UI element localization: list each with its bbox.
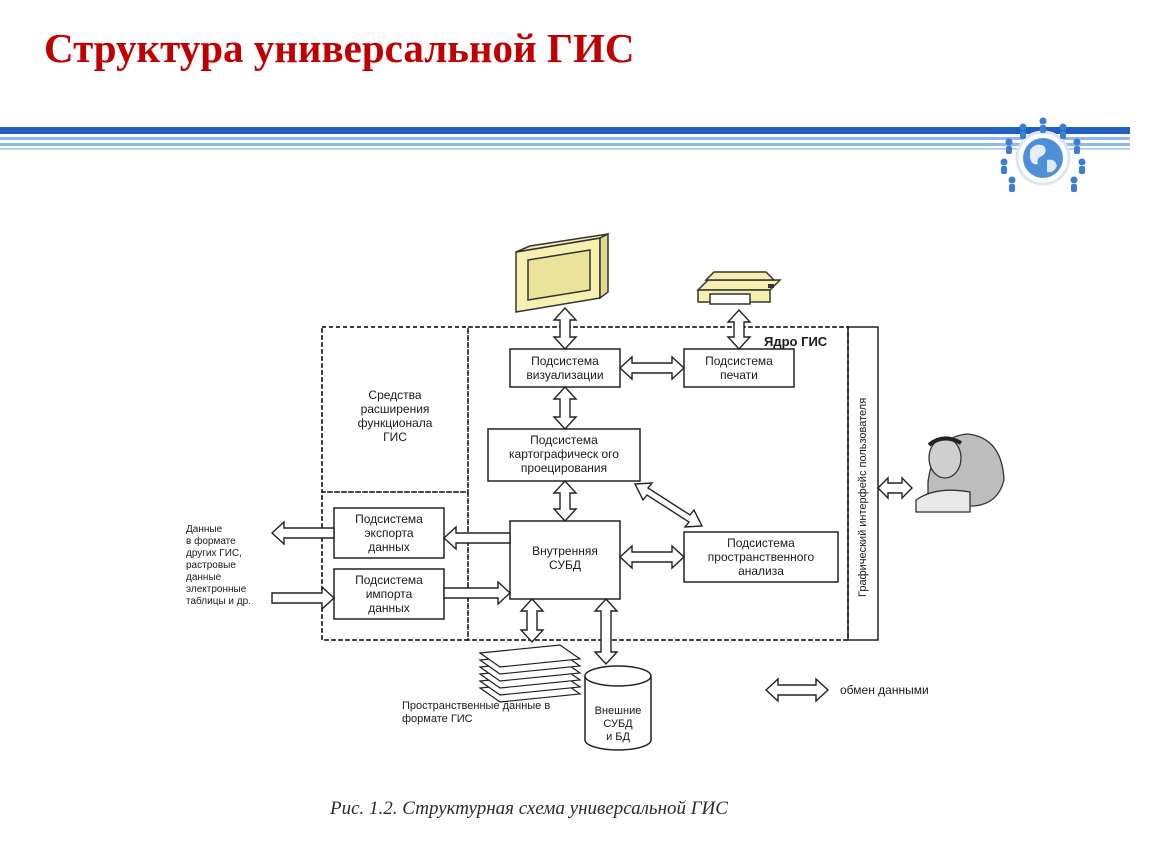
monitor-icon (515, 232, 609, 313)
export-label: Подсистема (355, 512, 423, 526)
svg-text:Пространственные данные в: Пространственные данные в (402, 700, 550, 712)
core-label: Ядро ГИС (764, 334, 828, 349)
arrow-visualization-printing (618, 355, 686, 381)
svg-text:в формате: в формате (186, 535, 236, 547)
arrow-projection-analysis (633, 482, 704, 528)
printer-icon (696, 271, 782, 305)
legend-label: обмен данными (840, 683, 929, 697)
svg-text:расширения: расширения (361, 402, 430, 416)
arrow-projection-dbms (552, 479, 578, 523)
svg-text:формате ГИС: формате ГИС (402, 713, 473, 725)
svg-text:Средства: Средства (368, 388, 421, 402)
svg-text:печати: печати (720, 368, 758, 382)
gui-panel (847, 326, 879, 641)
legend-arrow (764, 677, 830, 703)
arrow-dbms-export (442, 525, 511, 551)
io-frame (321, 491, 469, 641)
arrow-in-import (271, 585, 336, 611)
svg-text:таблицы и др.: таблицы и др. (186, 595, 251, 607)
gui-label: Графический интерфейс пользователя (857, 398, 869, 597)
svg-text:данных: данных (368, 540, 410, 554)
svg-text:СУБД: СУБД (603, 718, 633, 730)
svg-text:растровые: растровые (186, 560, 236, 571)
projection-box (487, 428, 641, 482)
arrow-export-out (270, 520, 335, 546)
svg-text:СУБД: СУБД (549, 558, 581, 572)
analysis-label: Подсистема (727, 536, 795, 550)
figure-caption: Рис. 1.2. Структурная схема универсально… (330, 798, 728, 819)
arrow-gui-user (877, 476, 913, 500)
svg-text:анализа: анализа (738, 564, 784, 578)
svg-text:электронные: электронные (186, 584, 247, 595)
svg-text:проецирования: проецирования (521, 461, 607, 475)
arrow-dbms-external (593, 597, 619, 666)
dbms-box (509, 520, 621, 600)
slide-title: Структура универсальной ГИС (44, 25, 635, 71)
svg-text:визуализации: визуализации (526, 368, 603, 382)
svg-text:и БД: и БД (606, 731, 630, 743)
arrow-dbms-analysis (618, 544, 686, 570)
svg-text:ГИС: ГИС (383, 430, 407, 444)
document-stack-icon (478, 644, 582, 703)
import-box (333, 568, 445, 620)
arrow-dbms-spatial (519, 597, 545, 644)
gis-structure-diagram: Ядро ГИС Графический интерфейс пользоват… (186, 232, 1005, 751)
svg-text:данных: данных (368, 601, 410, 615)
svg-text:Данные: Данные (186, 524, 223, 535)
svg-text:импорта: импорта (366, 587, 413, 601)
spatial-data-label: Пространственные данные в формате ГИС (402, 700, 550, 725)
external-db-label: Внешние (595, 705, 642, 717)
analysis-box (683, 531, 839, 583)
other-formats-label: Данные в формате других ГИС, растровые д… (186, 524, 251, 607)
arrow-import-dbms (443, 580, 512, 606)
projection-label: Подсистема (530, 433, 598, 447)
header-stripes (0, 127, 1130, 157)
database-cylinder-icon (584, 665, 652, 751)
user-icon (915, 433, 1005, 513)
printing-label: Подсистема (705, 354, 773, 368)
extension-label: Средства расширения функционала ГИС (358, 388, 433, 444)
visualization-label: Подсистема (531, 354, 599, 368)
svg-text:картографическ ого: картографическ ого (509, 447, 619, 461)
dbms-label: Внутренняя (532, 544, 598, 558)
svg-text:экспорта: экспорта (364, 526, 413, 540)
arrow-visualization-projection (552, 385, 578, 431)
svg-text:других ГИС,: других ГИС, (186, 548, 242, 559)
svg-text:данные: данные (186, 572, 222, 583)
core-frame (467, 326, 849, 641)
arrow-printer-printing (726, 308, 752, 351)
extension-frame (321, 326, 469, 493)
globe-people-icon (1000, 117, 1086, 192)
svg-text:функционала: функционала (358, 416, 433, 430)
import-label: Подсистема (355, 573, 423, 587)
svg-text:пространственного: пространственного (708, 550, 815, 564)
arrow-monitor-visualization (552, 306, 578, 351)
